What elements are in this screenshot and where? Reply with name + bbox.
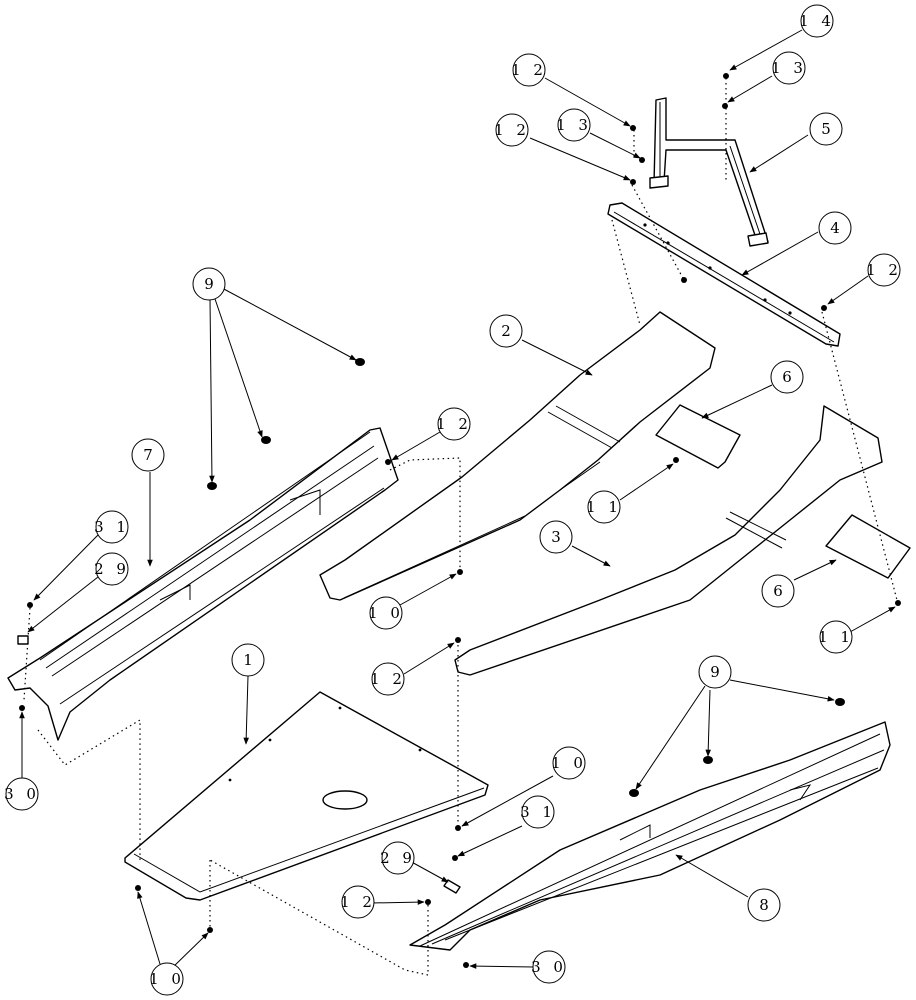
svg-text:4: 4 bbox=[830, 219, 844, 237]
svg-text:1 2: 1 2 bbox=[436, 415, 472, 433]
callout-31: 3 1 bbox=[520, 795, 556, 829]
callout-12: 1 2 bbox=[340, 885, 376, 919]
svg-text:1 2: 1 2 bbox=[866, 261, 902, 279]
panel-part-2 bbox=[319, 311, 716, 601]
svg-text:3: 3 bbox=[551, 528, 565, 546]
callout-12: 1 2 bbox=[511, 53, 547, 87]
side-rail-part-7 bbox=[7, 427, 399, 741]
svg-text:9: 9 bbox=[204, 275, 218, 293]
svg-text:6: 6 bbox=[782, 368, 796, 386]
callout-30: 3 0 bbox=[4, 777, 40, 811]
shield-part-6-lower bbox=[825, 514, 911, 579]
svg-text:1 2: 1 2 bbox=[370, 670, 406, 688]
svg-text:1 1: 1 1 bbox=[818, 628, 854, 646]
callout-13: 1 3 bbox=[771, 51, 807, 85]
callout-1: 1 bbox=[231, 643, 265, 677]
svg-text:1 2: 1 2 bbox=[494, 121, 530, 139]
rail-part-4 bbox=[607, 202, 841, 347]
callout-29: 2 9 bbox=[94, 552, 130, 586]
callout-12: 1 2 bbox=[436, 407, 472, 441]
base-plate-part-1 bbox=[124, 691, 489, 901]
svg-text:3 0: 3 0 bbox=[531, 958, 567, 976]
panel-part-3 bbox=[454, 405, 883, 676]
svg-text:9: 9 bbox=[710, 663, 724, 681]
callout-2: 2 bbox=[489, 314, 523, 348]
callout-29: 2 9 bbox=[380, 841, 416, 875]
callout-8: 8 bbox=[747, 888, 781, 922]
callout-bubbles: 1 4 1 3 1 2 1 3 1 2 5 4 1 2 9 2 6 1 2 7 … bbox=[4, 4, 902, 996]
callout-11: 1 1 bbox=[586, 490, 622, 524]
callout-13: 1 3 bbox=[556, 108, 592, 142]
svg-text:8: 8 bbox=[759, 896, 773, 914]
side-rail-part-8 bbox=[409, 721, 891, 951]
callout-11: 1 1 bbox=[818, 620, 854, 654]
svg-text:2: 2 bbox=[501, 322, 515, 340]
svg-text:2 9: 2 9 bbox=[94, 560, 130, 578]
svg-text:1 1: 1 1 bbox=[586, 498, 622, 516]
callout-9: 9 bbox=[698, 655, 732, 689]
svg-text:3 0: 3 0 bbox=[4, 785, 40, 803]
svg-text:1 2: 1 2 bbox=[511, 61, 547, 79]
callout-10: 1 0 bbox=[551, 746, 587, 780]
callout-12: 1 2 bbox=[866, 253, 902, 287]
callout-31: 3 1 bbox=[94, 510, 130, 544]
svg-text:1 0: 1 0 bbox=[368, 604, 404, 622]
callout-12: 1 2 bbox=[370, 662, 406, 696]
svg-text:5: 5 bbox=[821, 120, 835, 138]
callout-6: 6 bbox=[761, 574, 795, 608]
svg-text:1: 1 bbox=[243, 651, 257, 669]
svg-text:3 1: 3 1 bbox=[94, 518, 130, 536]
svg-text:1 3: 1 3 bbox=[556, 116, 592, 134]
callout-9: 9 bbox=[192, 267, 226, 301]
svg-text:1 0: 1 0 bbox=[551, 754, 587, 772]
svg-text:7: 7 bbox=[143, 446, 157, 464]
callout-12: 1 2 bbox=[494, 113, 530, 147]
callout-30: 3 0 bbox=[531, 950, 567, 984]
callout-10: 1 0 bbox=[149, 962, 185, 996]
fasteners bbox=[19, 73, 901, 968]
svg-text:6: 6 bbox=[773, 582, 787, 600]
callout-7: 7 bbox=[131, 438, 165, 472]
svg-text:1 2: 1 2 bbox=[340, 893, 376, 911]
shield-part-6-upper bbox=[655, 404, 741, 469]
svg-text:1 4: 1 4 bbox=[799, 12, 835, 30]
callout-6: 6 bbox=[770, 360, 804, 394]
callout-5: 5 bbox=[809, 112, 843, 146]
callout-3: 3 bbox=[539, 520, 573, 554]
callout-10: 1 0 bbox=[368, 596, 404, 630]
leader-arrows bbox=[19, 29, 896, 969]
svg-text:3 1: 3 1 bbox=[520, 803, 556, 821]
svg-text:1 3: 1 3 bbox=[771, 59, 807, 77]
bracket-part-5 bbox=[649, 97, 769, 247]
svg-text:2 9: 2 9 bbox=[380, 849, 416, 867]
callout-14: 1 4 bbox=[799, 4, 835, 38]
svg-text:1 0: 1 0 bbox=[149, 970, 185, 988]
callout-4: 4 bbox=[818, 211, 852, 245]
assembly-lines bbox=[23, 78, 899, 976]
